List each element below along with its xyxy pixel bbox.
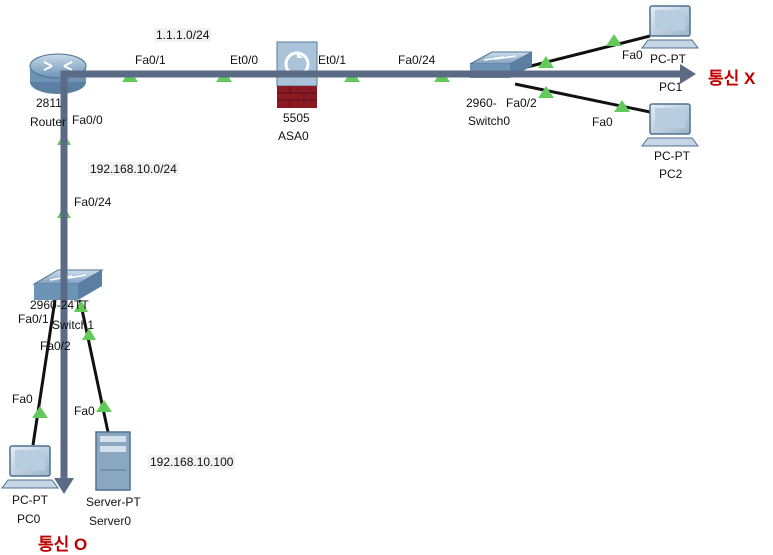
result-fail-label: 통신 X: [708, 69, 756, 88]
wan-network-label: 1.1.1.0/24: [154, 28, 212, 42]
port-label-pc2-fa0: Fa0: [592, 115, 613, 129]
link-switch1-pc0: [31, 299, 57, 446]
port-indicator: [32, 406, 48, 418]
port-indicator: [606, 34, 622, 46]
asa-firewall-icon[interactable]: [276, 41, 318, 108]
server-ip-label: 192.168.10.100: [148, 455, 236, 469]
pc2-model-label: PC-PT: [654, 149, 690, 163]
pc1-model-label: PC-PT: [650, 52, 686, 66]
port-label-sw1-fa02: Fa0/2: [40, 339, 71, 353]
switch1-model-label: 2960-24TT: [30, 298, 89, 312]
links: [31, 34, 651, 446]
port-indicators: [32, 34, 630, 418]
link-switch0-pc1: [514, 34, 651, 72]
lan-network-label: 192.168.10.0/24: [88, 162, 179, 176]
port-indicator: [614, 100, 630, 112]
port-indicator: [96, 400, 112, 412]
result-success-label: 통신 O: [38, 535, 88, 554]
pc0-name-label: PC0: [17, 512, 41, 526]
port-label-server-fa0: Fa0: [74, 404, 95, 418]
port-label-router-fa01: Fa0/1: [135, 53, 166, 67]
pc0-model-label: PC-PT: [12, 493, 48, 507]
port-indicator: [538, 86, 554, 98]
port-indicator: [74, 300, 88, 312]
pc2-icon[interactable]: [641, 103, 699, 147]
port-indicator: [538, 56, 554, 68]
port-label-router-fa00: Fa0/0: [72, 113, 103, 127]
pc0-icon[interactable]: [1, 445, 59, 489]
pc2-name-label: PC2: [659, 167, 683, 181]
traffic-arrow-success: [54, 110, 74, 494]
switch1-icon[interactable]: [32, 269, 104, 300]
router-name-label: Router: [30, 115, 67, 129]
port-label-sw1-fa01: Fa0/1: [18, 312, 49, 326]
switch0-model-label: 2960-: [466, 96, 497, 110]
port-indicator: [82, 328, 96, 340]
server0-icon[interactable]: [95, 431, 131, 491]
port-label-sw0-fa024: Fa0/24: [398, 53, 436, 67]
switch1-name-label: Switch1: [52, 318, 95, 332]
port-label-pc1-fa0: Fa0: [622, 48, 643, 62]
link-switch0-pc2: [514, 82, 651, 114]
traffic-arrow-fail: [60, 64, 696, 110]
port-label-asa-et01: Et0/1: [318, 53, 347, 67]
pc1-name-label: PC1: [659, 80, 683, 94]
server0-name-label: Server0: [89, 514, 132, 528]
port-label-asa-et00: Et0/0: [230, 53, 259, 67]
asa-model-label: 5505: [283, 111, 310, 125]
server0-model-label: Server-PT: [86, 495, 141, 509]
port-label-sw0-fa02: Fa0/2: [506, 96, 537, 110]
switch0-name-label: Switch0: [468, 114, 511, 128]
router-model-label: 2811: [36, 96, 62, 110]
pc1-icon[interactable]: [641, 5, 699, 49]
asa-name-label: ASA0: [278, 129, 309, 143]
port-label-pc0-fa0: Fa0: [12, 392, 33, 406]
port-label-sw1-fa024: Fa0/24: [74, 195, 112, 209]
